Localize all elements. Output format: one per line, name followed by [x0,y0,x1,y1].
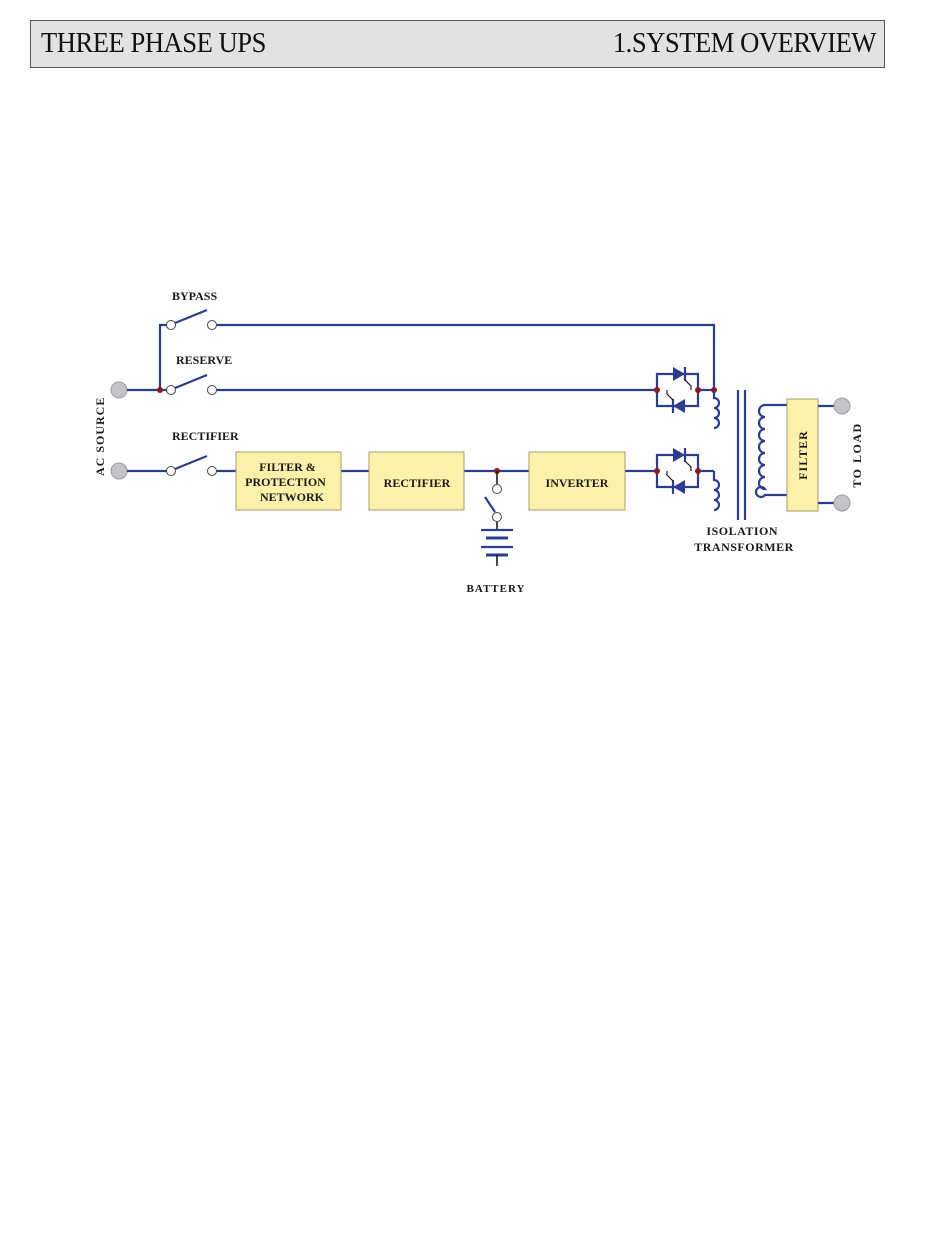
bypass-feed-wire [127,325,167,390]
reserve-label: RESERVE [176,353,232,367]
rectifier-switch-label: RECTIFIER [172,429,239,443]
rectifier-contact-left [167,467,176,476]
load-terminal-top [834,398,850,414]
source-junction [157,387,163,393]
isolation-transformer-label: ISOLATION TRANSFORMER [694,524,794,554]
bypass-contact-left [167,321,176,330]
reserve-contact-right [208,386,217,395]
static-switch-inverter [654,448,714,494]
rectifier-contact-right [208,467,217,476]
inverter-block-label: INVERTER [546,476,609,490]
reserve-contact-left [167,386,176,395]
ac-source-label: AC SOURCE [93,397,107,476]
load-terminal-bottom [834,495,850,511]
battery-branch [485,468,502,530]
rectifier-switch-blade [175,456,207,469]
bypass-label: BYPASS [172,289,217,303]
isolation-transformer-icon [714,390,787,520]
battery-label: BATTERY [467,583,526,595]
rectifier-block-label: RECTIFIER [384,476,451,490]
output-filter-label: FILTER [796,430,810,480]
battery-icon [481,530,513,566]
to-load-label: TO LOAD [850,422,864,487]
ac-source-terminal-bottom [111,463,127,479]
bypass-contact-right [208,321,217,330]
bypass-wire [217,325,714,390]
reserve-switch-blade [175,375,207,388]
static-switch-reserve [654,367,717,413]
ac-source-terminal-top [111,382,127,398]
bypass-switch-blade [175,310,207,323]
